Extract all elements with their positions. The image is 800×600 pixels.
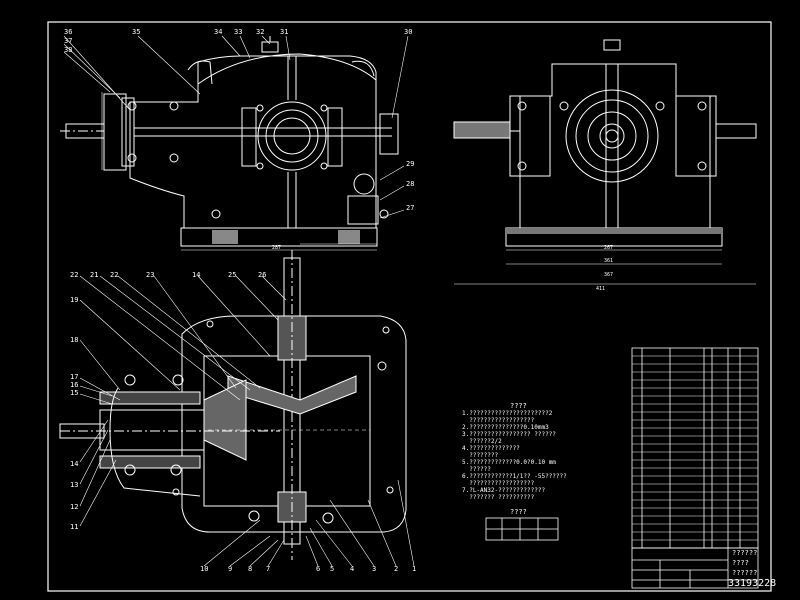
drawing-frame bbox=[47, 21, 772, 592]
dimension-411: 411 bbox=[596, 286, 606, 292]
note-line: 7.?L-AN32-????????????? bbox=[462, 487, 546, 494]
callout-36: 36 bbox=[64, 28, 73, 36]
title-block-line-2: ???? bbox=[732, 559, 749, 567]
callout-2: 2 bbox=[394, 565, 399, 573]
callout-28: 28 bbox=[406, 180, 415, 188]
callout-10: 10 bbox=[200, 565, 209, 573]
callout-32: 32 bbox=[256, 28, 265, 36]
callout-6: 6 bbox=[316, 565, 321, 573]
title-block bbox=[631, 547, 759, 589]
side-elevation-view bbox=[453, 39, 757, 285]
parts-list-rows bbox=[632, 355, 758, 541]
section-view-leaders bbox=[79, 275, 415, 567]
note-line: ???????? bbox=[462, 452, 499, 459]
callout-19: 19 bbox=[70, 296, 79, 304]
callout-30: 30 bbox=[404, 28, 413, 36]
callout-29: 29 bbox=[406, 160, 415, 168]
callout-33: 33 bbox=[234, 28, 243, 36]
callout-27: 27 bbox=[406, 204, 415, 212]
note-line: 4.?????????????? bbox=[462, 445, 520, 452]
callout-22b: 22 bbox=[110, 271, 119, 279]
callout-1: 1 bbox=[412, 565, 417, 573]
title-block-line-3: ?????? bbox=[732, 569, 758, 577]
note-line: ??????2/2 bbox=[462, 438, 502, 445]
title-block-line-1: ?????? bbox=[732, 549, 758, 557]
callout-5: 5 bbox=[330, 565, 335, 573]
callout-7: 7 bbox=[266, 565, 271, 573]
callout-26: 26 bbox=[258, 271, 267, 279]
callout-38: 38 bbox=[64, 46, 73, 54]
callout-23: 23 bbox=[146, 271, 155, 279]
dimension-367: 367 bbox=[604, 272, 614, 278]
callout-35: 35 bbox=[132, 28, 141, 36]
note-line: ??????? ?????????? bbox=[462, 494, 535, 501]
dimension-267: 267 bbox=[604, 245, 614, 251]
drawing-part-number: 33193228 bbox=[728, 578, 777, 589]
callout-3: 3 bbox=[372, 565, 377, 573]
callout-21: 21 bbox=[90, 271, 99, 279]
callout-37: 37 bbox=[64, 37, 73, 45]
callout-8: 8 bbox=[248, 565, 253, 573]
note-line: ?????? bbox=[462, 466, 491, 473]
callout-14b: 14 bbox=[70, 460, 79, 468]
callout-34: 34 bbox=[214, 28, 223, 36]
small-spec-table bbox=[485, 517, 559, 541]
notes-title: ???? bbox=[510, 402, 527, 410]
dimension-287: 287 bbox=[272, 245, 282, 251]
dimension-361: 361 bbox=[604, 258, 614, 264]
note-line: 1.??????????????????????2 bbox=[462, 410, 553, 417]
front-elevation-view bbox=[60, 36, 399, 251]
note-line: 5.?????????????0.0?0.10 mm bbox=[462, 459, 556, 466]
note-line: ?????????????????? bbox=[462, 417, 535, 424]
front-view-leaders bbox=[63, 35, 409, 219]
callout-31: 31 bbox=[280, 28, 289, 36]
callout-25: 25 bbox=[228, 271, 237, 279]
callout-17: 17 bbox=[70, 373, 79, 381]
callout-13: 13 bbox=[70, 481, 79, 489]
callout-14a: 14 bbox=[192, 271, 201, 279]
sectional-plan-view bbox=[59, 250, 407, 560]
callout-9: 9 bbox=[228, 565, 233, 573]
callout-11: 11 bbox=[70, 523, 79, 531]
note-line: 2.???????????????0.10mm3 bbox=[462, 424, 549, 431]
callout-18: 18 bbox=[70, 336, 79, 344]
callout-15: 15 bbox=[70, 389, 79, 397]
callout-12: 12 bbox=[70, 503, 79, 511]
note-line: ?????????????????? bbox=[462, 480, 535, 487]
callout-22a: 22 bbox=[70, 271, 79, 279]
note-line: 6.????????????1/1?? -55?????? bbox=[462, 473, 567, 480]
technical-notes: 1.??????????????????????2 ??????????????… bbox=[462, 410, 567, 501]
parts-list-table bbox=[631, 347, 759, 549]
note-line: 3.????????????????? ?????? bbox=[462, 431, 556, 438]
callout-16: 16 bbox=[70, 381, 79, 389]
small-table-title: ???? bbox=[510, 508, 527, 516]
callout-4: 4 bbox=[350, 565, 355, 573]
